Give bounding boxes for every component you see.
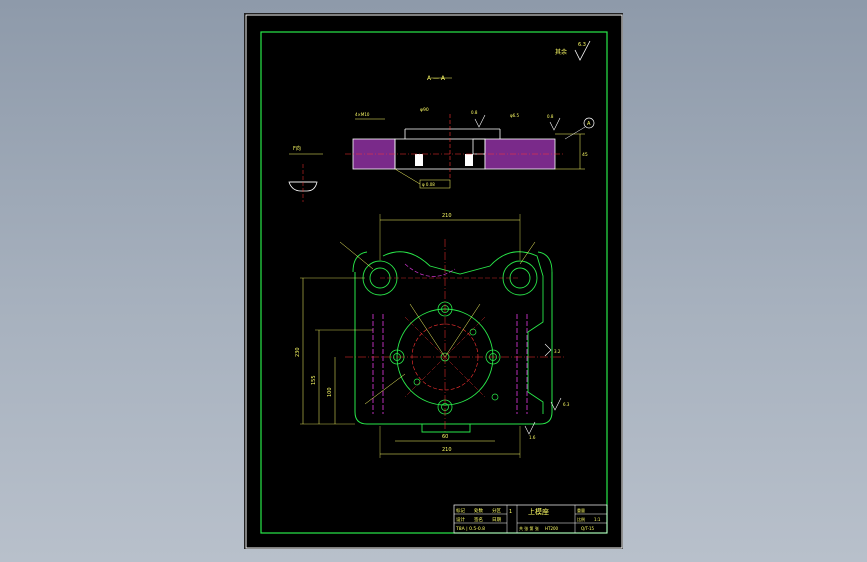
drawing-number: Q/T-15 [581,526,595,531]
sheet-info: 共 张 第 张 [519,525,539,531]
title-row2: 设计 [456,516,465,523]
svg-text:处数: 处数 [474,507,483,514]
dimension-lines: 210 210 60 230 155 100 [295,213,536,458]
tolerance-frame: φ 0.08 [422,182,435,187]
dim-height-inner: 155 [311,375,317,385]
section-title: A — A [427,75,452,82]
quantity: 1 [509,509,512,515]
dim-slot-width: 60 [442,434,448,440]
dim-bottom-width: 210 [442,447,452,453]
material: HT200 [545,526,559,531]
counterbore-note: φ6.5 [510,113,519,118]
scale-label: 比例 [577,516,585,522]
svg-text:A — A: A — A [427,75,446,82]
roughness-symbols: 0.8 0.8 3.2 1.6 6.3 [471,110,570,440]
dim-overall-height: 230 [295,347,301,357]
dim-bore: φ90 [420,107,429,113]
title-row1: 标记 [456,507,465,514]
svg-text:签名: 签名 [474,516,483,523]
section-view: 45 4×M10 φ90 φ6.5 φ 0.08 A [345,107,595,189]
cad-drawing: 其余 6.3 A — A 45 4×M10 φ90 φ6.5 φ 0.08 A [245,14,623,549]
svg-text:3.2: 3.2 [554,349,561,354]
svg-text:0.8: 0.8 [471,110,478,115]
part-name: 上模座 [528,507,549,516]
weight-label: 重量 [577,507,585,513]
svg-text:日期: 日期 [492,517,501,523]
drawing-sheet: 其余 6.3 A — A 45 4×M10 φ90 φ6.5 φ 0.08 A [244,13,623,549]
svg-text:6.3: 6.3 [563,402,570,407]
svg-text:6.3: 6.3 [578,42,586,48]
datum-letter: A [587,121,591,127]
dim-height-inner2: 100 [327,387,333,397]
roughness-symbol-global: 6.3 [574,40,591,61]
finish-note: 其余 [555,48,567,56]
svg-text:1.6: 1.6 [529,435,536,440]
dim-overall-width: 210 [442,213,452,219]
svg-text:0.8: 0.8 [547,114,554,119]
plan-view [345,239,565,434]
svg-text:分区: 分区 [492,507,501,514]
outer-border [245,14,623,549]
svg-text:F向: F向 [293,145,301,152]
inner-border [260,31,608,534]
thread-note: 4×M10 [355,112,370,117]
title-material-row: T8A | 0.5-0.8 [455,526,485,532]
dim-thickness: 45 [582,152,588,158]
title-block: 标记 处数 分区 设计 签名 日期 T8A | 0.5-0.8 1 上模座 共 … [453,504,608,534]
scale: 1:1 [594,517,601,522]
detail-view-f: F向 [288,145,323,202]
